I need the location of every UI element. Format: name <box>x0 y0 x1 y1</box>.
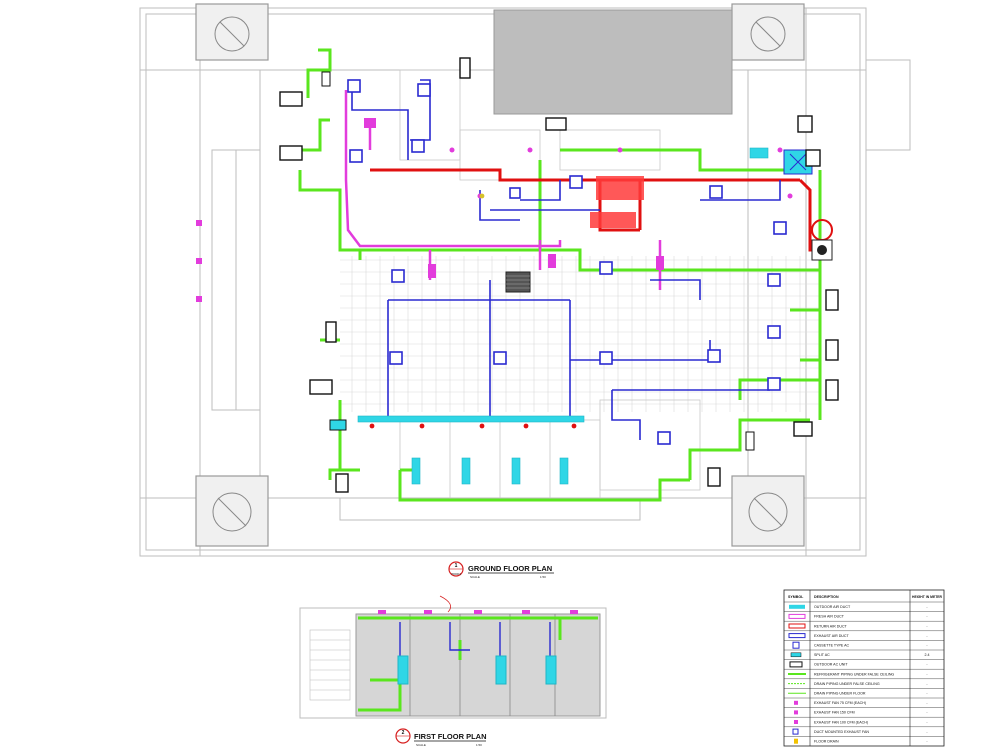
legend-symbol-fan-75 <box>794 700 798 705</box>
legend-height: 2.4 <box>925 653 930 657</box>
toilet-exhaust-fans <box>449 147 793 199</box>
first-floor-hatched-slab <box>355 613 601 717</box>
ground-floor-plan: 1 700001 GROUND FLOOR PLAN SCALE 1:50 <box>139 3 911 579</box>
ground-floor-title: 1 700001 GROUND FLOOR PLAN SCALE 1:50 <box>448 561 554 579</box>
first-floor-outdoor-duct <box>397 655 557 685</box>
legend-symbol-cassette <box>792 641 800 649</box>
drawing-scale-value: 1:50 <box>476 743 482 747</box>
return-air-fan <box>811 219 833 261</box>
legend-description: CASSETTE TYPE AC <box>814 644 849 648</box>
legend-symbol-fresh-duct <box>788 613 806 619</box>
legend-rows: OUTDOOR AIR DUCT - FRESH AIR DUCT - RETURN A… <box>784 601 944 744</box>
shaft-fan-icons <box>212 16 788 532</box>
refrigerant-piping <box>298 48 822 502</box>
legend-description: DUCT MOUNTED EXHAUST FAN <box>814 730 869 734</box>
outdoor-air-duct <box>357 147 769 485</box>
legend-symbol-outdoor-duct <box>789 604 805 609</box>
legend-description: OUTDOOR AIR DUCT <box>814 605 851 609</box>
legend-description: FRESH AIR DUCT <box>814 615 845 619</box>
legend-height: - <box>926 663 928 667</box>
legend-height: - <box>926 740 928 744</box>
drawing-title: FIRST FLOOR PLAN <box>414 732 487 741</box>
fresh-air-diffusers <box>196 118 664 302</box>
legend-description: EXHAUST AIR DUCT <box>814 634 849 638</box>
legend-description: EXHAUST FAN 150 CFM <box>814 711 855 715</box>
legend-symbol-fan-150 <box>794 710 798 715</box>
legend-symbol-outdoor-unit <box>789 661 803 668</box>
legend-symbol-return-duct <box>788 623 806 629</box>
outdoor-ac-units <box>279 57 839 493</box>
legend-description: DRAIN PIPING UNDER FLOOR <box>814 692 866 696</box>
legend-table: SYMBOL DESCRIPTION HEIGHT IN METER OUTDO… <box>783 589 945 747</box>
drawing-number: 1 <box>455 563 458 569</box>
legend-height: - <box>926 624 928 628</box>
drawing-title: GROUND FLOOR PLAN <box>468 564 552 573</box>
drawing-ref: 700001 <box>451 572 461 576</box>
legend-height: - <box>926 634 928 638</box>
legend-height: - <box>926 605 928 609</box>
open-to-sky-void <box>493 9 733 115</box>
first-floor-leader <box>439 595 452 613</box>
legend-height: - <box>926 720 928 724</box>
legend-symbol-exhaust-duct <box>788 633 806 639</box>
interior-partitions <box>399 69 701 501</box>
legend-height: - <box>926 701 928 705</box>
ceiling-grid <box>340 256 820 412</box>
split-ac-units <box>321 71 755 451</box>
legend-header-description: DESCRIPTION <box>814 595 839 599</box>
legend-height: - <box>926 672 928 676</box>
legend-symbol-split <box>790 652 802 658</box>
legend-header-height: HEIGHT IN METER <box>912 595 942 599</box>
first-floor-stair <box>309 629 351 701</box>
legend-description: EXHAUST FAN 100 CFM (EACH) <box>814 720 868 724</box>
first-floor-plan: 2 FIRST FLOOR PLAN SCALE 1:50 <box>299 595 607 747</box>
drawing-scale-label: SCALE <box>470 575 480 579</box>
legend-symbol-floor-drain <box>794 738 798 744</box>
cassette-ac-units <box>347 79 787 445</box>
drawing-scale-label: SCALE <box>416 743 426 747</box>
legend-description: REFRIGERANT PIPING UNDER FALSE CEILING <box>814 672 894 676</box>
legend-header-symbol: SYMBOL <box>788 595 804 599</box>
floor-drains <box>369 193 577 429</box>
legend-symbol-duct-fan <box>792 728 799 735</box>
legend-height: - <box>926 644 928 648</box>
legend-description: SPLIT AC <box>814 653 830 657</box>
drawing-number: 2 <box>402 730 405 736</box>
legend-description: DRAIN PIPING UNDER FALSE CEILING <box>814 682 880 686</box>
drawing-scale-value: 1:50 <box>540 575 546 579</box>
return-air-grille <box>590 212 636 228</box>
legend-description: OUTDOOR AC UNIT <box>814 663 848 667</box>
first-floor-title: 2 FIRST FLOOR PLAN SCALE 1:50 <box>395 728 487 747</box>
legend-height: - <box>926 682 928 686</box>
legend-description: RETURN AIR DUCT <box>814 624 848 628</box>
first-floor-fans <box>378 610 578 614</box>
duct-exhaust-unit <box>505 271 531 293</box>
corner-shafts <box>195 3 805 547</box>
legend-height: - <box>926 711 928 715</box>
return-air-plenum <box>596 176 644 200</box>
legend-description: EXHAUST FAN 75 CFM (EACH) <box>814 701 866 705</box>
legend-height: - <box>926 730 928 734</box>
legend-height: - <box>926 615 928 619</box>
legend-description: FLOOR DRAIN <box>814 740 839 744</box>
legend-height: - <box>926 692 928 696</box>
legend-symbol-fan-100 <box>794 720 798 724</box>
